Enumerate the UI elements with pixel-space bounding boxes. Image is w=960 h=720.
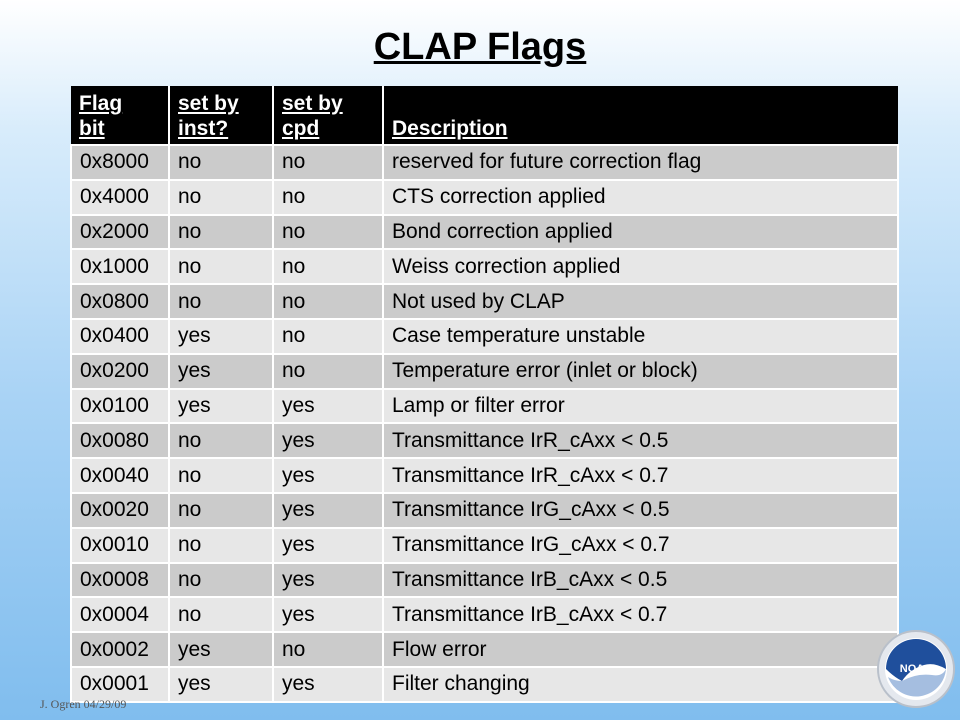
set-by-cpd-cell: yes [272, 491, 384, 529]
set-by-inst-cell: no [168, 178, 274, 216]
set-by-inst-cell: no [168, 561, 274, 599]
set-by-cpd-cell: no [272, 631, 384, 668]
description-cell: Transmittance IrG_cAxx < 0.5 [382, 491, 899, 529]
set-by-inst-cell: no [168, 526, 274, 564]
description-cell: Lamp or filter error [382, 387, 899, 425]
description-cell: Temperature error (inlet or block) [382, 352, 899, 390]
flag-bit-cell: 0x2000 [70, 213, 170, 251]
set-by-cpd-cell: yes [272, 457, 384, 494]
header-description: Description [383, 86, 898, 145]
flag-bit-cell: 0x0001 [70, 665, 170, 703]
set-by-cpd-cell: no [272, 213, 384, 251]
set-by-cpd-cell: no [272, 248, 384, 286]
set-by-cpd-cell: yes [272, 422, 384, 460]
set-by-cpd-cell: yes [272, 526, 384, 564]
set-by-cpd-cell: yes [272, 596, 384, 634]
description-cell: Weiss correction applied [382, 248, 899, 286]
set-by-inst-cell: yes [168, 317, 274, 355]
set-by-inst-cell: no [168, 248, 274, 286]
flag-bit-cell: 0x0080 [70, 422, 170, 460]
set-by-inst-cell: no [168, 596, 274, 634]
header-set-by-inst-line1: set by [178, 92, 239, 115]
set-by-inst-cell: no [168, 457, 274, 494]
flag-bit-cell: 0x0200 [70, 352, 170, 390]
set-by-inst-cell: yes [168, 665, 274, 703]
description-cell: Bond correction applied [382, 213, 899, 251]
description-cell: Not used by CLAP [382, 283, 899, 320]
set-by-inst-cell: no [168, 283, 274, 320]
noaa-logo-icon: NOAA [877, 630, 955, 708]
set-by-inst-cell: no [168, 213, 274, 251]
header-set-by-cpd-line2: cpd [282, 117, 320, 140]
flag-bit-cell: 0x0004 [70, 596, 170, 634]
set-by-inst-cell: yes [168, 387, 274, 425]
set-by-inst-cell: no [168, 144, 274, 181]
set-by-cpd-cell: yes [272, 561, 384, 599]
flag-bit-cell: 0x0800 [70, 283, 170, 320]
noaa-logo-text: NOAA [900, 663, 932, 675]
header-flag-bit-line2: bit [79, 117, 105, 140]
flag-bit-cell: 0x0400 [70, 317, 170, 355]
description-cell: Flow error [382, 631, 899, 668]
noaa-logo: NOAA [876, 629, 956, 709]
description-cell: reserved for future correction flag [382, 144, 899, 181]
set-by-cpd-cell: no [272, 178, 384, 216]
header-description-label: Description [392, 117, 508, 140]
flag-bit-cell: 0x0010 [70, 526, 170, 564]
flag-bit-cell: 0x4000 [70, 178, 170, 216]
flag-bit-cell: 0x0100 [70, 387, 170, 425]
set-by-inst-cell: yes [168, 631, 274, 668]
set-by-inst-cell: yes [168, 352, 274, 390]
header-set-by-inst-line2: inst? [178, 117, 229, 140]
flag-bit-cell: 0x0040 [70, 457, 170, 494]
description-cell: Transmittance IrR_cAxx < 0.5 [382, 422, 899, 460]
set-by-cpd-cell: yes [272, 665, 384, 703]
flag-bit-cell: 0x0002 [70, 631, 170, 668]
flag-bit-cell: 0x1000 [70, 248, 170, 286]
description-cell: Case temperature unstable [382, 317, 899, 355]
set-by-cpd-cell: yes [272, 387, 384, 425]
set-by-inst-cell: no [168, 422, 274, 460]
header-set-by-cpd-line1: set by [282, 92, 343, 115]
set-by-cpd-cell: no [272, 352, 384, 390]
description-cell: Transmittance IrR_cAxx < 0.7 [382, 457, 899, 494]
flag-bit-cell: 0x8000 [70, 144, 170, 181]
description-cell: Transmittance IrG_cAxx < 0.7 [382, 526, 899, 564]
set-by-cpd-cell: no [272, 144, 384, 181]
set-by-inst-cell: no [168, 491, 274, 529]
description-cell: CTS correction applied [382, 178, 899, 216]
footer-author-date: J. Ogren 04/29/09 [40, 697, 127, 711]
flag-bit-cell: 0x0008 [70, 561, 170, 599]
set-by-cpd-cell: no [272, 317, 384, 355]
slide-title: CLAP Flags [373, 26, 587, 68]
description-cell: Transmittance IrB_cAxx < 0.7 [382, 596, 899, 634]
description-cell: Filter changing [382, 665, 899, 703]
header-flag-bit-line1: Flag [79, 92, 123, 115]
set-by-cpd-cell: no [272, 283, 384, 320]
flag-bit-cell: 0x0020 [70, 491, 170, 529]
description-cell: Transmittance IrB_cAxx < 0.5 [382, 561, 899, 599]
